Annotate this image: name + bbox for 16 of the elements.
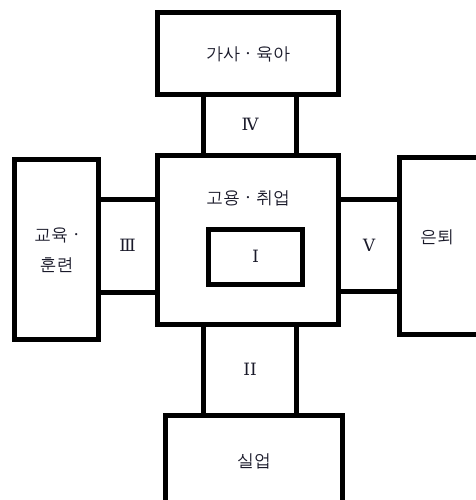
box-label: 고용 · 취업 <box>206 187 290 209</box>
category-box <box>155 153 341 327</box>
category-box <box>155 10 341 97</box>
box-label: 가사 · 육아 <box>206 43 290 65</box>
box-label: I <box>252 247 259 267</box>
box-label: Ⅳ <box>242 115 258 135</box>
box-label: II <box>243 360 257 380</box>
category-box <box>397 155 476 337</box>
inner-box <box>206 227 305 287</box>
box-label: 은퇴 <box>420 226 454 248</box>
box-label: Ⅴ <box>362 236 376 256</box>
category-box <box>12 157 101 342</box>
box-label: Ⅲ <box>119 236 136 256</box>
box-label: 교육 · 훈련 <box>33 224 80 276</box>
box-label: 실업 <box>237 450 271 472</box>
category-box <box>163 413 345 500</box>
